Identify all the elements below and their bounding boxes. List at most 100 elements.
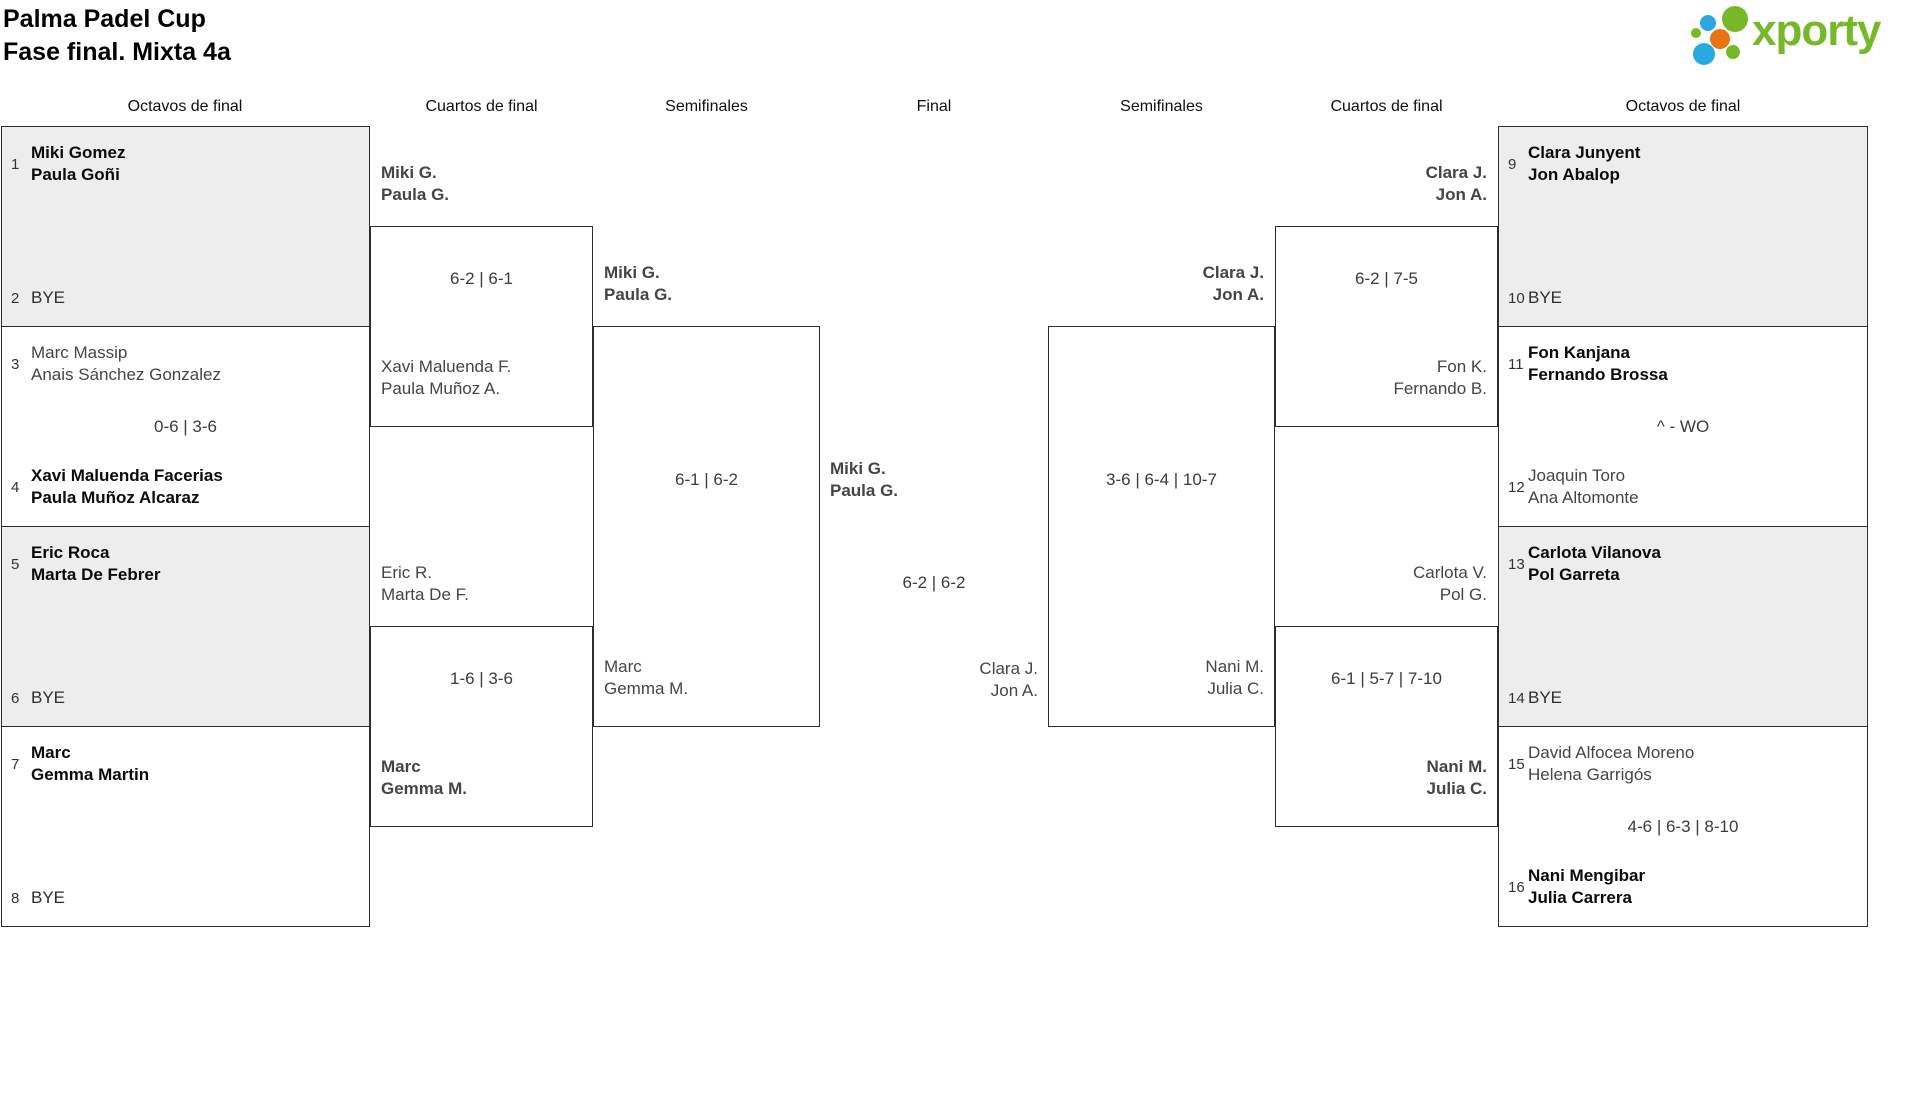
player-name: Jon Abalop xyxy=(1528,165,1620,184)
team-slot: 4 Xavi Maluenda Facerias Paula Muñoz Alc… xyxy=(11,465,363,509)
player-name: Marc Massip xyxy=(31,343,128,362)
xporty-logo[interactable]: xporty xyxy=(1686,2,1908,70)
team-names: Nani M. Julia C. xyxy=(1427,756,1487,800)
player-name: Julia C. xyxy=(1426,779,1487,798)
player-name: Fon K. xyxy=(1436,357,1487,376)
player-name: Jon A. xyxy=(1435,185,1487,204)
player-name: Anais Sánchez Gonzalez xyxy=(31,365,221,384)
team-names: Xavi Maluenda F. Paula Muñoz A. xyxy=(381,356,511,400)
team-slot: 10 BYE xyxy=(1508,287,1861,309)
bye-label: BYE xyxy=(1528,288,1563,307)
team-names: Fon K. Fernando B. xyxy=(1393,356,1487,400)
round-header-semifinales-left: Semifinales xyxy=(665,98,748,115)
match-octavos-left-3: 5 Eric Roca Marta De Febrer 6 BYE xyxy=(1,526,370,727)
bye-label: BYE xyxy=(31,688,66,707)
team-slot: 3 Marc Massip Anais Sánchez Gonzalez xyxy=(11,342,363,386)
team-names: Clara J. Jon A. xyxy=(1426,162,1487,206)
match-score: 6-2 | 6-1 xyxy=(449,269,513,288)
team-names: Marc Gemma Martin xyxy=(31,742,149,786)
team-names: Miki G. Paula G. xyxy=(830,458,898,502)
match-score: 1-6 | 3-6 xyxy=(449,669,513,688)
logo-dot-icon xyxy=(1700,15,1716,31)
seed-number: 11 xyxy=(1508,355,1524,373)
seed-number: 14 xyxy=(1508,689,1525,707)
team-names: Miki G. Paula G. xyxy=(381,162,449,206)
player-name: Gemma Martin xyxy=(31,765,150,784)
player-name: Fernando B. xyxy=(1393,379,1487,398)
player-name: Ana Altomonte xyxy=(1528,488,1639,507)
player-name: Marc xyxy=(31,743,71,762)
match-octavos-right-4: 15 David Alfocea Moreno Helena Garrigós … xyxy=(1498,726,1868,927)
player-name: Fernando Brossa xyxy=(1528,365,1668,384)
team-slot: 8 BYE xyxy=(11,887,363,909)
team-slot: 9 Clara Junyent Jon Abalop xyxy=(1508,142,1861,186)
team-names: Marc Massip Anais Sánchez Gonzalez xyxy=(31,342,221,386)
player-name: Julia Carrera xyxy=(1528,888,1632,907)
match-octavos-right-2: 11 Fon Kanjana Fernando Brossa ^ - WO 12… xyxy=(1498,326,1868,527)
seed-number: 3 xyxy=(11,355,20,373)
player-name: Gemma M. xyxy=(381,779,467,798)
seed-number: 7 xyxy=(11,755,20,773)
team-slot: 12 Joaquin Toro Ana Altomonte xyxy=(1508,465,1861,509)
player-name: Xavi Maluenda Facerias xyxy=(31,466,223,485)
team-names: Eric R. Marta De F. xyxy=(381,562,469,606)
team-names: Joaquin Toro Ana Altomonte xyxy=(1528,465,1639,509)
team-names: Miki G. Paula G. xyxy=(604,262,672,306)
team-names: David Alfocea Moreno Helena Garrigós xyxy=(1528,742,1694,786)
player-name: Paula Goñi xyxy=(31,165,120,184)
team-slot: 7 Marc Gemma Martin xyxy=(11,742,363,786)
player-name: Carlota V. xyxy=(1412,563,1487,582)
page-title-line2: Fase final. Mixta 4a xyxy=(3,38,231,66)
seed-number: 16 xyxy=(1508,878,1525,896)
team-names: Fon Kanjana Fernando Brossa xyxy=(1528,342,1668,386)
seed-number: 12 xyxy=(1508,478,1525,496)
match-semifinal-right: Clara J. Jon A. 3-6 | 6-4 | 10-7 Nani M.… xyxy=(1048,263,1275,727)
seed-number: 4 xyxy=(11,478,20,496)
player-name: Nani M. xyxy=(1205,657,1264,676)
player-name: Paula G. xyxy=(381,185,450,204)
seed-number: 2 xyxy=(11,289,20,307)
player-name: Miki G. xyxy=(830,459,886,478)
team-names: Eric Roca Marta De Febrer xyxy=(31,542,160,586)
match-cuartos-right-2: Carlota V. Pol G. 6-1 | 5-7 | 7-10 Nani … xyxy=(1275,563,1498,827)
page-title: Palma Padel Cup Fase final. Mixta 4a xyxy=(3,3,231,69)
team-slot: 6 BYE xyxy=(11,687,363,709)
player-name: Marc xyxy=(604,657,642,676)
team-names: Carlota Vilanova Pol Garreta xyxy=(1528,542,1661,586)
team-names: Miki Gomez Paula Goñi xyxy=(31,142,125,186)
match-score: 4-6 | 6-3 | 8-10 xyxy=(1627,817,1739,836)
team-names: Marc Gemma M. xyxy=(604,656,688,700)
seed-number: 8 xyxy=(11,889,20,907)
round-header-cuartos-right: Cuartos de final xyxy=(1330,98,1443,115)
team-names: Clara Junyent Jon Abalop xyxy=(1528,142,1640,186)
player-name: Clara Junyent xyxy=(1528,143,1641,162)
logo-dot-icon xyxy=(1726,45,1740,59)
seed-number: 1 xyxy=(11,155,20,173)
team-slot: 13 Carlota Vilanova Pol Garreta xyxy=(1508,542,1861,586)
seed-number: 10 xyxy=(1508,289,1525,307)
match-score: 6-1 | 5-7 | 7-10 xyxy=(1331,669,1442,688)
seed-number: 5 xyxy=(11,555,20,573)
player-name: Jon A. xyxy=(1212,285,1264,304)
page-title-line1: Palma Padel Cup xyxy=(3,5,206,33)
seed-number: 13 xyxy=(1508,555,1525,573)
team-names: Nani Mengibar Julia Carrera xyxy=(1528,865,1645,909)
round-header-final: Final xyxy=(916,98,952,115)
player-name: Paula Muñoz Alcaraz xyxy=(31,488,200,507)
player-name: Marta De Febrer xyxy=(31,565,161,584)
player-name: Paula G. xyxy=(604,285,673,304)
player-name: Nani M. xyxy=(1426,757,1487,776)
match-score: 0-6 | 3-6 xyxy=(153,417,217,436)
player-name: Marta De F. xyxy=(381,585,469,604)
player-name: Clara J. xyxy=(1202,263,1264,282)
player-name: Eric R. xyxy=(381,563,432,582)
player-name: Carlota Vilanova xyxy=(1528,543,1661,562)
team-names: Clara J. Jon A. xyxy=(1203,262,1264,306)
logo-wordmark: xporty xyxy=(1752,6,1881,55)
match-octavos-right-3: 13 Carlota Vilanova Pol Garreta 14 BYE xyxy=(1498,526,1868,727)
player-name: Miki G. xyxy=(604,263,660,282)
team-slot: 2 BYE xyxy=(11,287,363,309)
team-slot: 16 Nani Mengibar Julia Carrera xyxy=(1508,865,1861,909)
player-name: Jon A. xyxy=(990,681,1038,700)
player-name: Joaquin Toro xyxy=(1528,466,1626,485)
